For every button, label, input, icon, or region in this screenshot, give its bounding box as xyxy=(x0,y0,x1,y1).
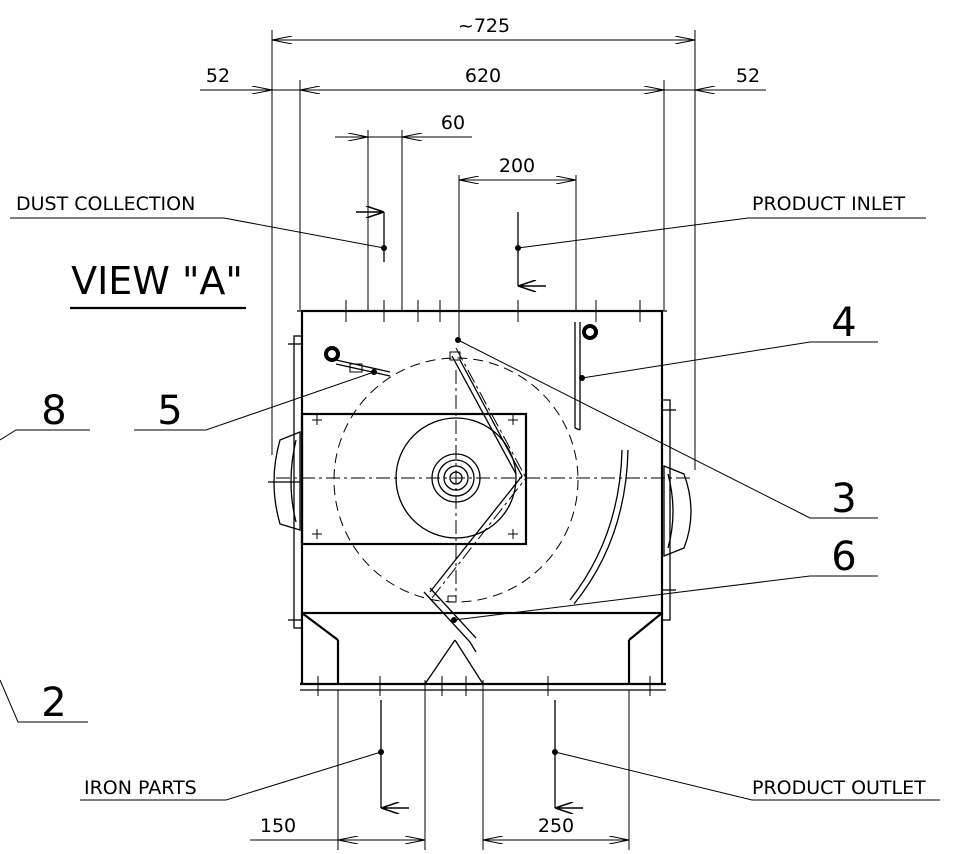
dimension-lines xyxy=(200,40,766,840)
view-title: VIEW "A" xyxy=(71,259,243,303)
dim-iron-width: 150 xyxy=(260,815,296,837)
flow-arrows xyxy=(381,212,555,808)
part-number-2: 2 xyxy=(41,680,66,726)
dim-body-width: 620 xyxy=(465,65,501,87)
flap xyxy=(423,587,477,653)
leader-lines xyxy=(0,217,940,801)
label-iron-parts: IRON PARTS xyxy=(84,777,197,799)
label-product-inlet: PRODUCT INLET xyxy=(752,193,905,215)
dim-outlet-width: 250 xyxy=(538,815,574,837)
label-dust-collection: DUST COLLECTION xyxy=(16,193,195,215)
part-number-6: 6 xyxy=(831,534,856,580)
dim-inlet-width: 200 xyxy=(499,155,535,177)
bottom-bolts xyxy=(317,676,651,696)
pivots xyxy=(324,324,598,377)
dim-left-margin: 52 xyxy=(206,65,230,87)
extension-lines xyxy=(271,30,696,850)
drum xyxy=(276,347,690,605)
dim-right-margin: 52 xyxy=(736,65,760,87)
dim-overall: ~725 xyxy=(458,15,510,37)
top-bolts xyxy=(345,300,641,322)
label-product-outlet: PRODUCT OUTLET xyxy=(752,777,926,799)
part-number-4: 4 xyxy=(831,300,856,346)
part-number-3: 3 xyxy=(831,476,856,522)
part-number-8: 8 xyxy=(41,388,66,434)
left-bearing xyxy=(268,431,301,531)
right-bearing xyxy=(663,465,692,557)
housing xyxy=(288,309,676,691)
dim-dust-width: 60 xyxy=(441,112,465,134)
part-number-5: 5 xyxy=(157,388,182,434)
